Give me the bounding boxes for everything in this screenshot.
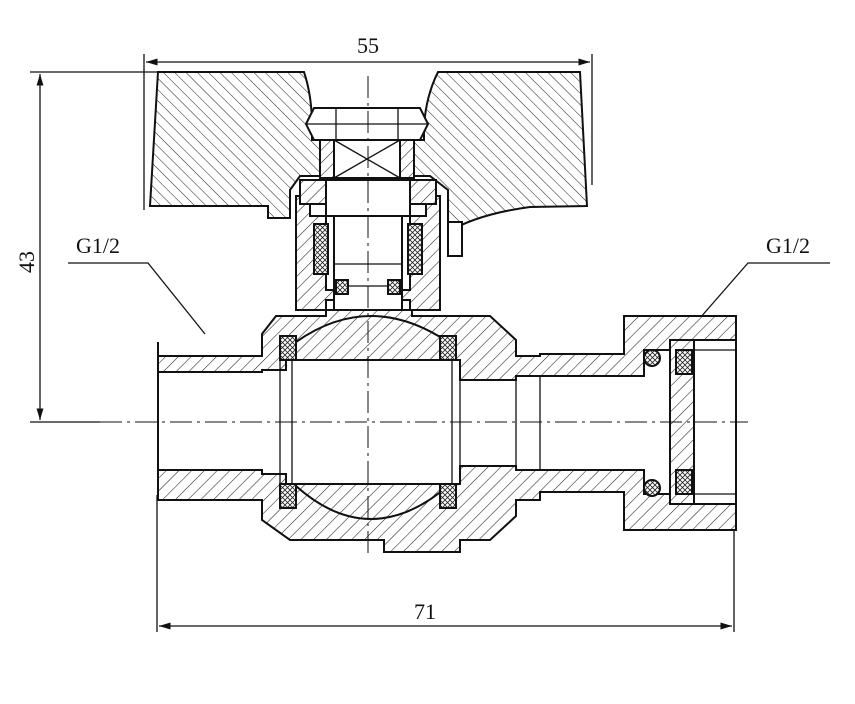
- dimension-height-label: 43: [14, 251, 39, 273]
- ball-and-seats: [279, 315, 457, 520]
- hex-nut: [304, 107, 430, 141]
- dimension-height: 43: [14, 71, 160, 423]
- right-thread-callout: G1/2: [699, 233, 830, 319]
- left-thread-callout: G1/2: [68, 233, 206, 335]
- stem-neck: [319, 139, 415, 179]
- right-thread-label: G1/2: [766, 233, 810, 258]
- centre-lines: [100, 76, 748, 556]
- dimension-bottom-length-label: 71: [414, 599, 436, 624]
- dimension-top-width: 55: [143, 33, 593, 210]
- dimension-bottom-length: 71: [156, 495, 735, 632]
- left-thread-label: G1/2: [76, 233, 120, 258]
- dimension-top-width-label: 55: [357, 33, 379, 58]
